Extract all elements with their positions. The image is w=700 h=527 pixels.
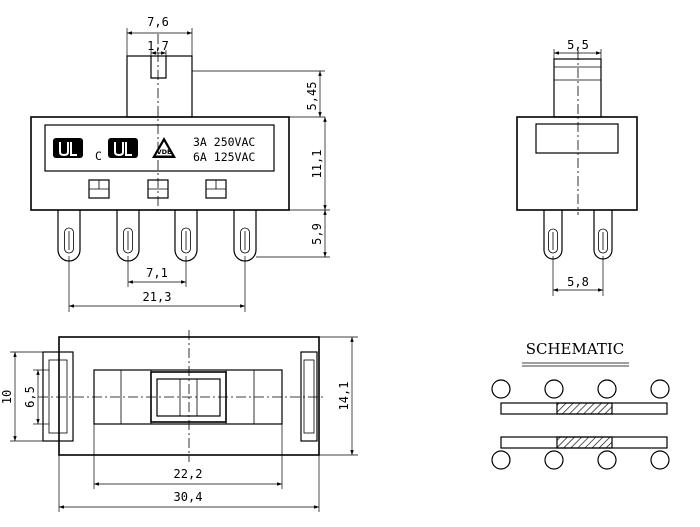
schematic-title: SCHEMATIC bbox=[526, 340, 625, 358]
rating-line-2: 6A 125VAC bbox=[193, 150, 255, 164]
pin-4 bbox=[233, 210, 257, 262]
svg-text:6,5: 6,5 bbox=[23, 386, 37, 408]
svg-text:VDE: VDE bbox=[157, 148, 172, 156]
dim-slot-width: 1,7 bbox=[147, 39, 169, 56]
svg-text:11,1: 11,1 bbox=[310, 150, 324, 179]
svg-text:5,9: 5,9 bbox=[310, 223, 324, 245]
pin-1 bbox=[57, 210, 81, 262]
dim-pin-pitch: 7,1 bbox=[127, 256, 187, 287]
dim-mount-outer: 10 bbox=[0, 351, 43, 442]
schematic-bottom-bar bbox=[500, 436, 668, 449]
front-actuator bbox=[126, 55, 193, 118]
side-body bbox=[516, 116, 638, 211]
schematic-top-terminals bbox=[491, 379, 670, 399]
dim-pin-span: 21,3 bbox=[68, 256, 246, 312]
dim-mount-inner: 6,5 bbox=[23, 369, 49, 425]
svg-text:7,1: 7,1 bbox=[146, 266, 168, 280]
svg-text:5,5: 5,5 bbox=[567, 38, 589, 52]
svg-text:14,1: 14,1 bbox=[337, 382, 351, 411]
cul-logo-icon bbox=[108, 138, 138, 158]
svg-text:1,7: 1,7 bbox=[147, 39, 169, 53]
top-view: 10 6,5 22,2 30,4 14,1 bbox=[0, 330, 358, 512]
dim-slider-travel: 22,2 bbox=[93, 424, 283, 489]
side-actuator bbox=[553, 58, 602, 118]
dim-actuator-height: 5,45 bbox=[192, 70, 325, 118]
front-body bbox=[30, 116, 290, 211]
schematic-bottom-terminals bbox=[491, 450, 670, 470]
vde-triangle-icon: VDE bbox=[152, 137, 176, 158]
ul-logo-icon bbox=[53, 138, 83, 158]
rating-line-1: 3A 250VAC bbox=[193, 135, 255, 149]
dim-total-length: 30,4 bbox=[58, 455, 320, 512]
svg-text:22,2: 22,2 bbox=[174, 467, 203, 481]
left-mount-tab bbox=[42, 351, 74, 442]
schematic: SCHEMATIC bbox=[491, 340, 670, 470]
side-pin-left bbox=[543, 210, 563, 260]
right-mount-tab bbox=[300, 351, 318, 442]
svg-text:5,8: 5,8 bbox=[567, 275, 589, 289]
side-inner-box bbox=[535, 123, 619, 154]
dim-total-height: 14,1 bbox=[319, 336, 358, 456]
window-right bbox=[205, 179, 227, 199]
pin-2 bbox=[116, 210, 140, 262]
front-view: C VDE 3A 250VAC 6A 125VAC bbox=[30, 15, 330, 312]
svg-text:30,4: 30,4 bbox=[174, 490, 203, 504]
label-panel bbox=[44, 124, 275, 172]
svg-text:5,45: 5,45 bbox=[305, 82, 319, 111]
dim-pin-height: 5,9 bbox=[256, 210, 330, 258]
side-pin-right bbox=[593, 210, 613, 260]
dim-body-height: 11,1 bbox=[289, 117, 330, 211]
c-mark-text: C bbox=[95, 149, 102, 163]
svg-text:21,3: 21,3 bbox=[143, 290, 172, 304]
schematic-top-bar bbox=[500, 402, 668, 415]
dim-side-pin-pitch: 5,8 bbox=[552, 256, 604, 296]
svg-text:10: 10 bbox=[0, 390, 14, 404]
dim-top-width: 7,6 bbox=[126, 15, 193, 56]
front-pins bbox=[57, 210, 257, 262]
window-left bbox=[88, 179, 110, 199]
dim-side-actuator-width: 5,5 bbox=[553, 38, 602, 59]
side-view: 5,5 5,8 bbox=[516, 38, 638, 296]
pin-3 bbox=[174, 210, 198, 262]
window-middle bbox=[147, 179, 169, 199]
actuator-slot bbox=[150, 56, 167, 79]
svg-text:7,6: 7,6 bbox=[147, 15, 169, 29]
